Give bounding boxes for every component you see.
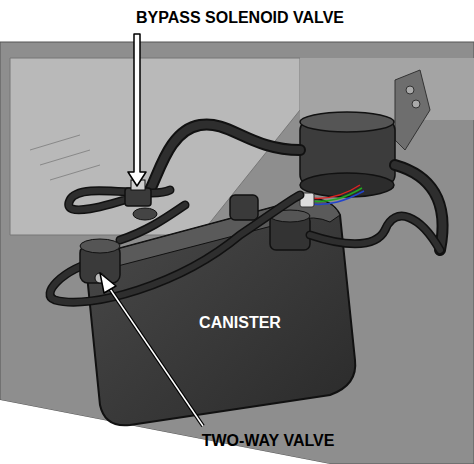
part-label: CANISTER <box>199 314 281 332</box>
callout-label: BYPASS SOLENOID VALVE <box>136 9 344 27</box>
callout-label: TWO-WAY VALVE <box>202 432 335 450</box>
